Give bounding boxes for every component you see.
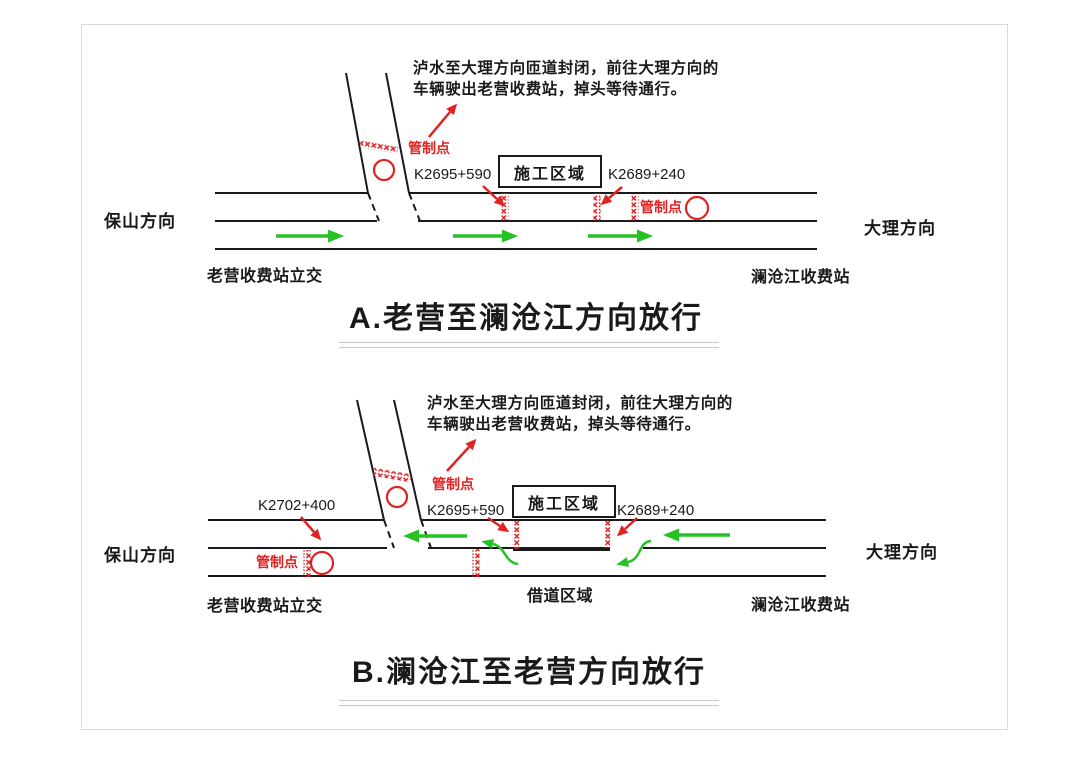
barrier-k2695-a [501,193,509,222]
direction-label-dali-b: 大理方向 [866,543,938,562]
control-circle-ramp-a [372,158,396,182]
section-title-b: B.澜沧江至老营方向放行 [352,656,706,689]
barrier-control-point-b [303,550,311,577]
main-road-b [208,519,826,577]
construction-zone-box-a: 施工区域 [498,155,602,188]
toll-label-lancangjiang-a: 澜沧江收费站 [751,269,851,286]
closure-note-line1-a: 泸水至大理方向匝道封闭，前往大理方向的 [413,60,719,77]
section-title-a: A.老营至澜沧江方向放行 [349,302,703,335]
page-border [81,24,1008,730]
title-underline-b [339,700,719,706]
barrier-control-point-a [631,194,639,221]
km-marker-k2689-a: K2689+240 [608,166,686,183]
red-callout-arrows-a [428,103,623,207]
title-underline-a [339,342,719,348]
construction-zone-box-b: 施工区域 [512,485,616,518]
km-marker-k2695-b: K2695+590 [427,502,505,519]
control-circle-left-b [309,550,335,576]
direction-label-baoshan-b: 保山方向 [104,546,176,565]
toll-label-laoying-a: 老营收费站立交 [207,268,323,285]
closure-note-line2-b: 车辆驶出老营收费站，掉头等待通行。 [427,416,701,433]
closure-note-line1-b: 泸水至大理方向匝道封闭，前往大理方向的 [427,395,733,412]
barrier-borrow-zone-b [472,549,480,577]
control-point-label-ramp-a: 管制点 [408,140,450,156]
closure-note-line2-a: 车辆驶出老营收费站，掉头等待通行。 [413,81,687,98]
traffic-flow-arrows-b [403,528,730,567]
control-point-label-right-a: 管制点 [640,199,682,215]
main-road-a [215,192,817,250]
borrow-zone-label-b: 借道区域 [527,588,594,605]
construction-zone-label-b: 施工区域 [527,495,600,513]
control-circle-ramp-b [385,485,409,509]
km-marker-k2695-a: K2695+590 [414,166,492,183]
construction-zone-label-a: 施工区域 [513,165,586,183]
direction-label-dali-a: 大理方向 [864,219,936,238]
toll-label-lancangjiang-b: 澜沧江收费站 [751,597,851,614]
red-callout-arrows-b [300,438,638,541]
direction-label-baoshan-a: 保山方向 [104,212,176,231]
control-point-label-left-b: 管制点 [256,554,298,570]
km-marker-k2702-b: K2702+400 [258,497,336,514]
control-point-label-ramp-b: 管制点 [432,476,474,492]
control-circle-right-a [684,195,710,221]
barrier-k2689-b [604,520,612,548]
km-marker-k2689-b: K2689+240 [617,502,695,519]
ramp-a [345,72,421,222]
barrier-k2689-a [593,193,601,222]
ramp-b [356,399,432,549]
barrier-ramp-a [359,139,399,154]
barrier-ramp-b [372,467,412,483]
toll-label-laoying-b: 老营收费站立交 [207,598,323,615]
barrier-k2695-b [512,521,520,549]
